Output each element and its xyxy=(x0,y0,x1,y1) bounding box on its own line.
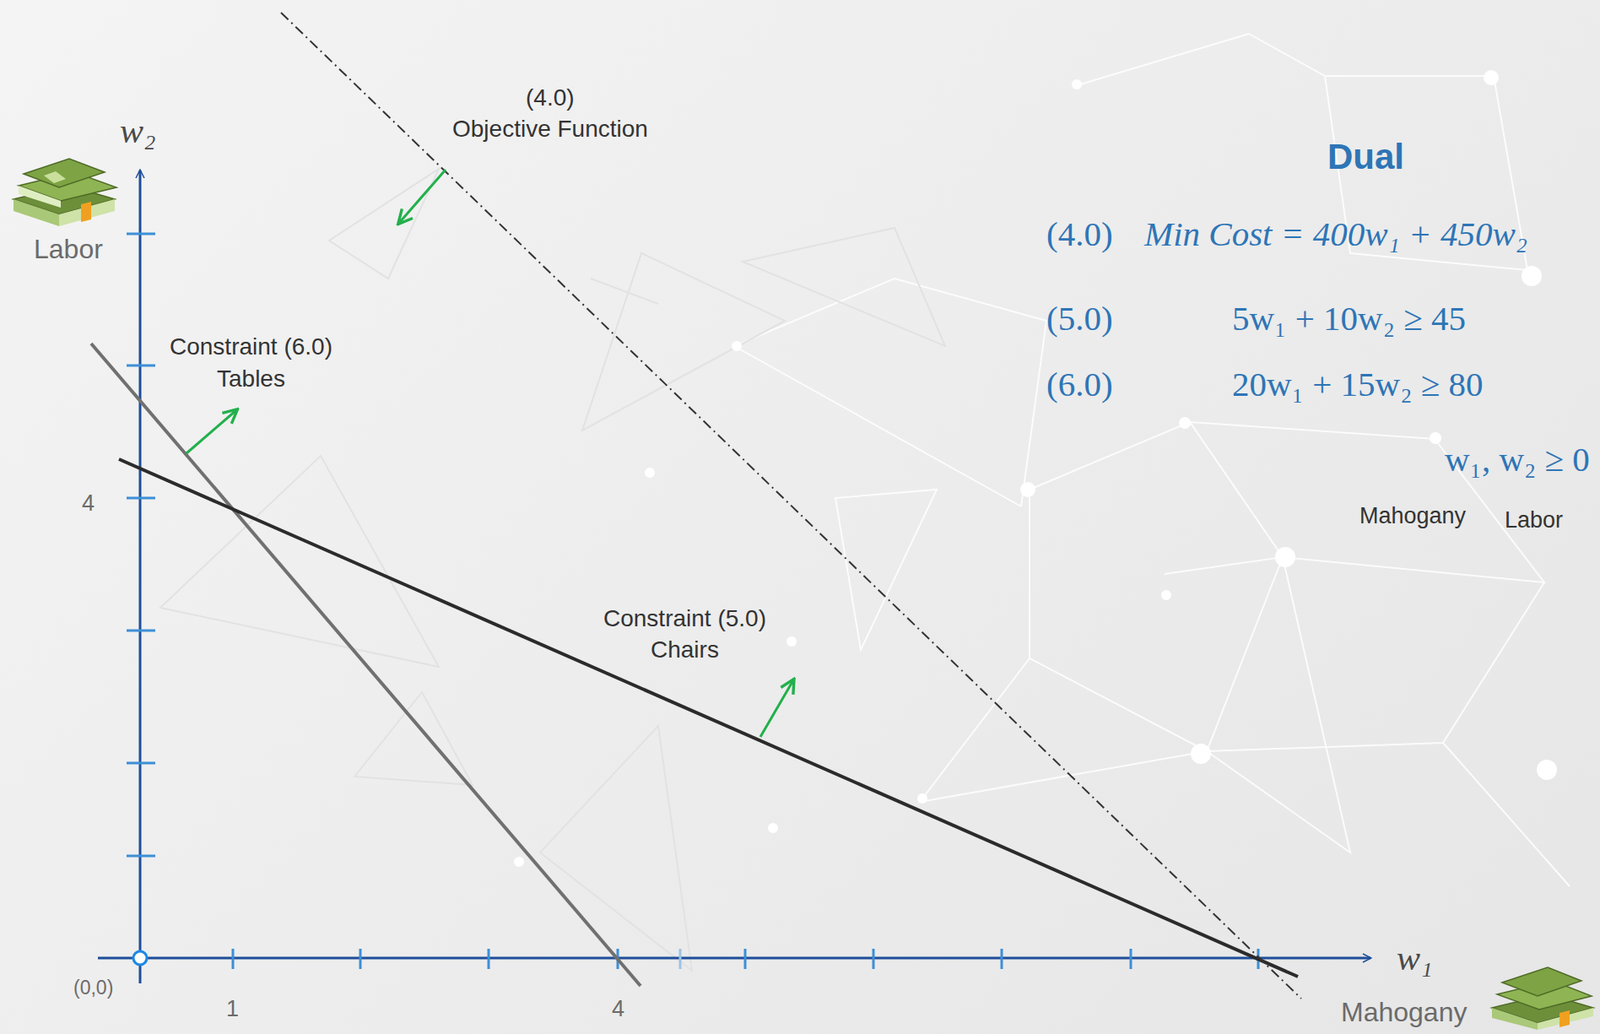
equation: w₁, w₂ ≥ 0 xyxy=(1444,439,1590,480)
objective-line xyxy=(281,12,1302,999)
line-label: Constraint (5.0) xyxy=(603,605,767,633)
background-triangles xyxy=(160,168,946,971)
equation-number: (4.0) xyxy=(1046,214,1114,255)
equation: 20w₁ + 15w₂ ≥ 80 xyxy=(1232,364,1483,405)
equation-number: (5.0) xyxy=(1046,298,1114,339)
callout-number: (4.0) xyxy=(525,84,575,112)
w2-axis xyxy=(139,170,142,984)
line-label: Constraint (6.0) xyxy=(169,333,333,361)
w1-axis xyxy=(97,956,1371,960)
tick-label: 1 xyxy=(226,995,239,1022)
axis-ticks xyxy=(126,233,1259,969)
equation-number: (6.0) xyxy=(1046,364,1114,405)
equation: Min Cost = 400w₁ + 450w₂ xyxy=(1144,214,1528,255)
equation: 5w₁ + 10w₂ ≥ 45 xyxy=(1232,298,1466,339)
origin-marker xyxy=(133,951,147,965)
money-icon xyxy=(1491,967,1594,1030)
axis-title: Mahogany xyxy=(1340,996,1467,1028)
heading: Dual xyxy=(1327,136,1405,178)
line-label: Objective Function xyxy=(452,115,649,143)
origin-label: (0,0) xyxy=(73,976,114,999)
axis-label: w₂ xyxy=(119,110,157,152)
background-dots xyxy=(513,70,1557,867)
axis-title: Labor xyxy=(33,233,103,265)
variable-note: Mahogany xyxy=(1359,502,1466,530)
tick-label: 4 xyxy=(81,490,95,517)
background-network xyxy=(734,33,1570,887)
constraint-5-line xyxy=(118,459,1298,977)
line-label: Tables xyxy=(216,365,286,393)
line-label: Chairs xyxy=(650,636,719,664)
direction-arrows xyxy=(186,169,794,737)
axis-label: w₁ xyxy=(1396,937,1433,979)
money-icon xyxy=(13,158,117,227)
constraint-6-line xyxy=(91,343,641,986)
variable-note: Labor xyxy=(1504,507,1563,534)
tick-label: 4 xyxy=(611,995,625,1022)
